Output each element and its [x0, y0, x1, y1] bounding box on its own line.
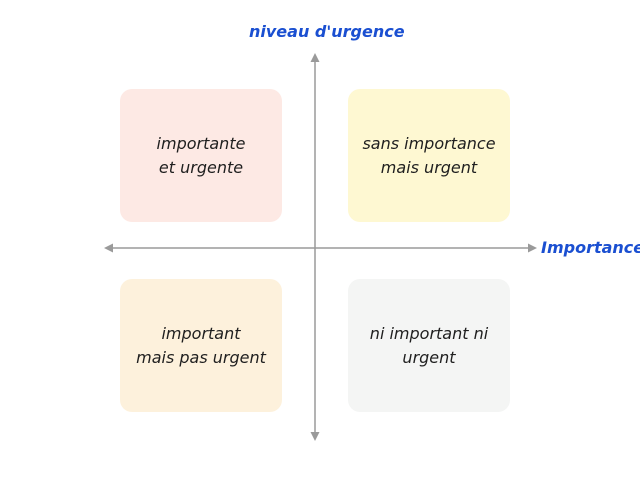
vertical-axis-arrow-up: [310, 53, 320, 62]
quadrant-bottom-left-text: important mais pas urgent: [136, 323, 266, 367]
quadrant-bottom-left: important mais pas urgent: [120, 279, 282, 412]
vertical-axis-arrow-down: [310, 432, 320, 441]
x-axis-label: Importance: [541, 238, 640, 257]
quadrant-bottom-right-text: ni important ni urgent: [369, 323, 489, 367]
quadrant-top-right: sans importance mais urgent: [348, 89, 510, 222]
horizontal-axis-arrow-right: [528, 243, 537, 253]
horizontal-axis-arrow-left: [104, 243, 113, 253]
quadrant-top-left: importante et urgente: [120, 89, 282, 222]
quadrant-top-right-text: sans importance mais urgent: [362, 133, 496, 177]
quadrant-bottom-right: ni important ni urgent: [348, 279, 510, 412]
quadrant-top-left-text: importante et urgente: [156, 133, 246, 177]
y-axis-label: niveau d'urgence: [249, 22, 405, 41]
